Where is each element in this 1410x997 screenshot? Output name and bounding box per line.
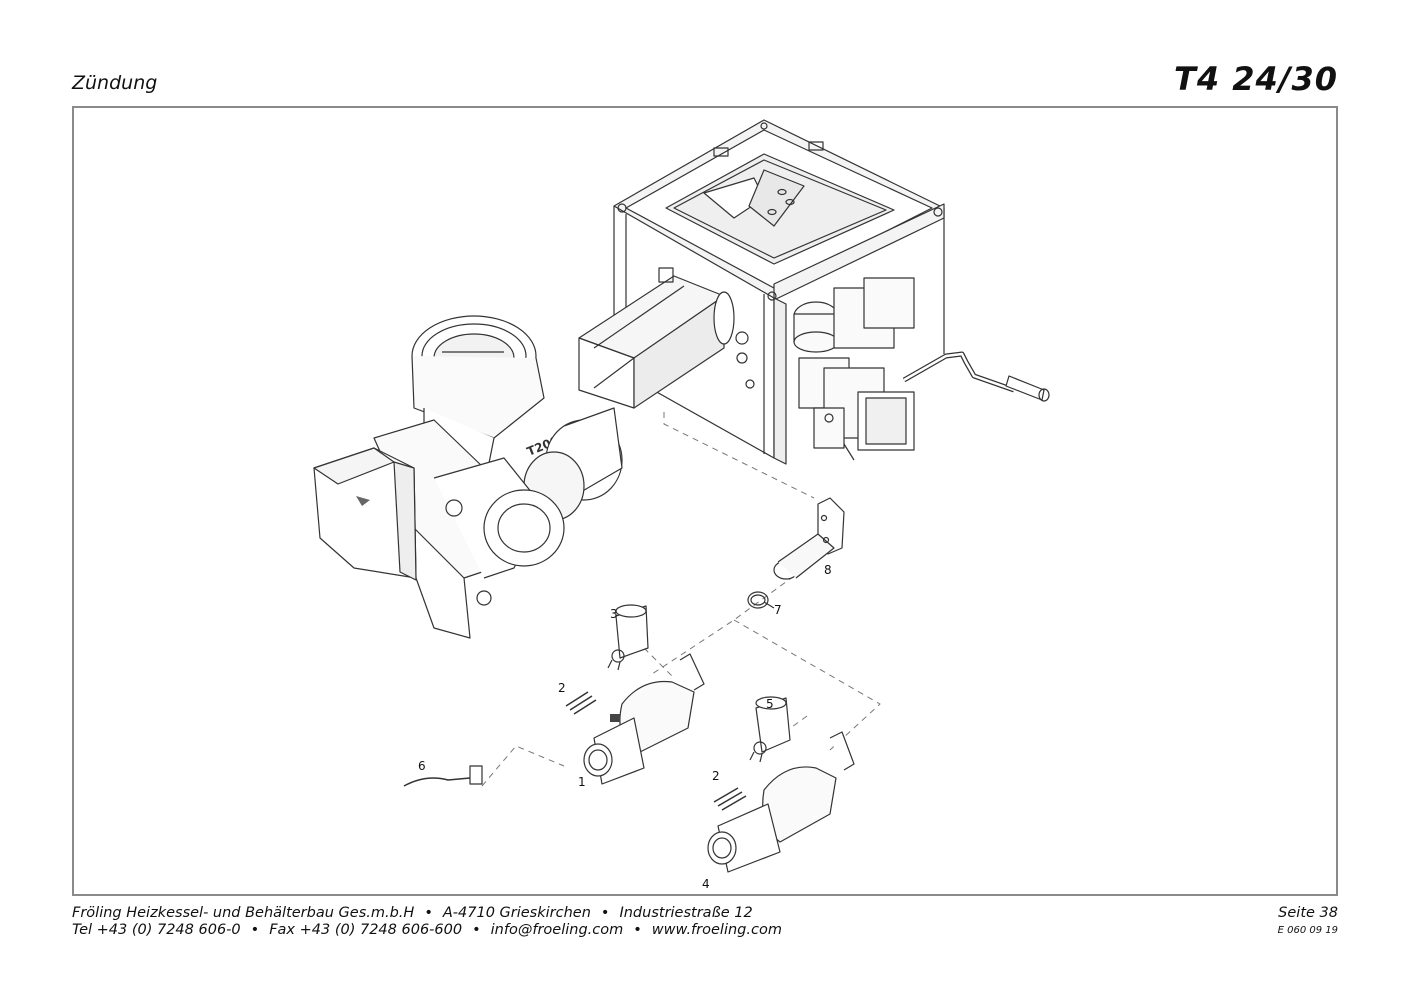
- footer-web[interactable]: www.froeling.com: [651, 922, 782, 938]
- callout-4: 4: [702, 877, 710, 891]
- part-1-ignition-fan: [583, 653, 705, 785]
- footer-contact-line: Tel +43 (0) 7248 606-0 • Fax +43 (0) 7248 …: [72, 922, 782, 938]
- section-title: Zündung: [72, 72, 158, 94]
- footer-tel: Tel +43 (0) 7248 606-0: [72, 922, 241, 938]
- footer-separator: •: [633, 922, 642, 938]
- footer-separator: •: [472, 922, 481, 938]
- footer-company-line: Fröling Heizkessel- und Behälterbau Ges.…: [72, 905, 753, 921]
- part-2-pins-upper: [565, 691, 597, 715]
- part-6-cable: [403, 765, 483, 787]
- footer-fax: Fax +43 (0) 7248 606-600: [269, 922, 463, 938]
- part-2-pins-lower: [713, 787, 747, 811]
- feed-tube: [578, 267, 735, 409]
- hopper-box: [613, 119, 1050, 465]
- part-5-heating-element: [749, 696, 791, 763]
- callout-3: 3: [610, 607, 618, 621]
- hand-crank: [902, 351, 1050, 402]
- footer-company: Fröling Heizkessel- und Behälterbau Ges.…: [72, 905, 415, 921]
- part-8-holder: [773, 497, 845, 580]
- model-title: T4 24/30: [1174, 60, 1338, 98]
- exploded-diagram-frame: T209715: [72, 106, 1338, 896]
- footer-email[interactable]: info@froeling.com: [490, 922, 624, 938]
- document-code: E 060 09 19: [1277, 925, 1338, 936]
- callout-6: 6: [418, 759, 426, 773]
- callout-2-upper: 2: [558, 681, 566, 695]
- part-3-heating-element: [607, 604, 649, 671]
- part-7-clamp: [747, 591, 775, 609]
- footer-separator: •: [600, 905, 610, 921]
- rotary-valve: T209715: [313, 315, 623, 639]
- callout-1: 1: [578, 775, 586, 789]
- callout-2-lower: 2: [712, 769, 720, 783]
- exploded-diagram: T209715: [313, 119, 1050, 891]
- callout-7: 7: [774, 603, 782, 617]
- footer-city: A-4710 Grieskirchen: [442, 905, 591, 921]
- page-number: Seite 38: [1278, 905, 1338, 921]
- callouts: 1 2 2 3 4 5 6 7 8: [418, 563, 832, 891]
- footer-street: Industriestraße 12: [619, 905, 753, 921]
- callout-8: 8: [824, 563, 832, 577]
- part-4-ignition-fan: [707, 731, 855, 873]
- callout-5: 5: [766, 697, 774, 711]
- footer-separator: •: [250, 922, 260, 938]
- footer-separator: •: [424, 905, 433, 921]
